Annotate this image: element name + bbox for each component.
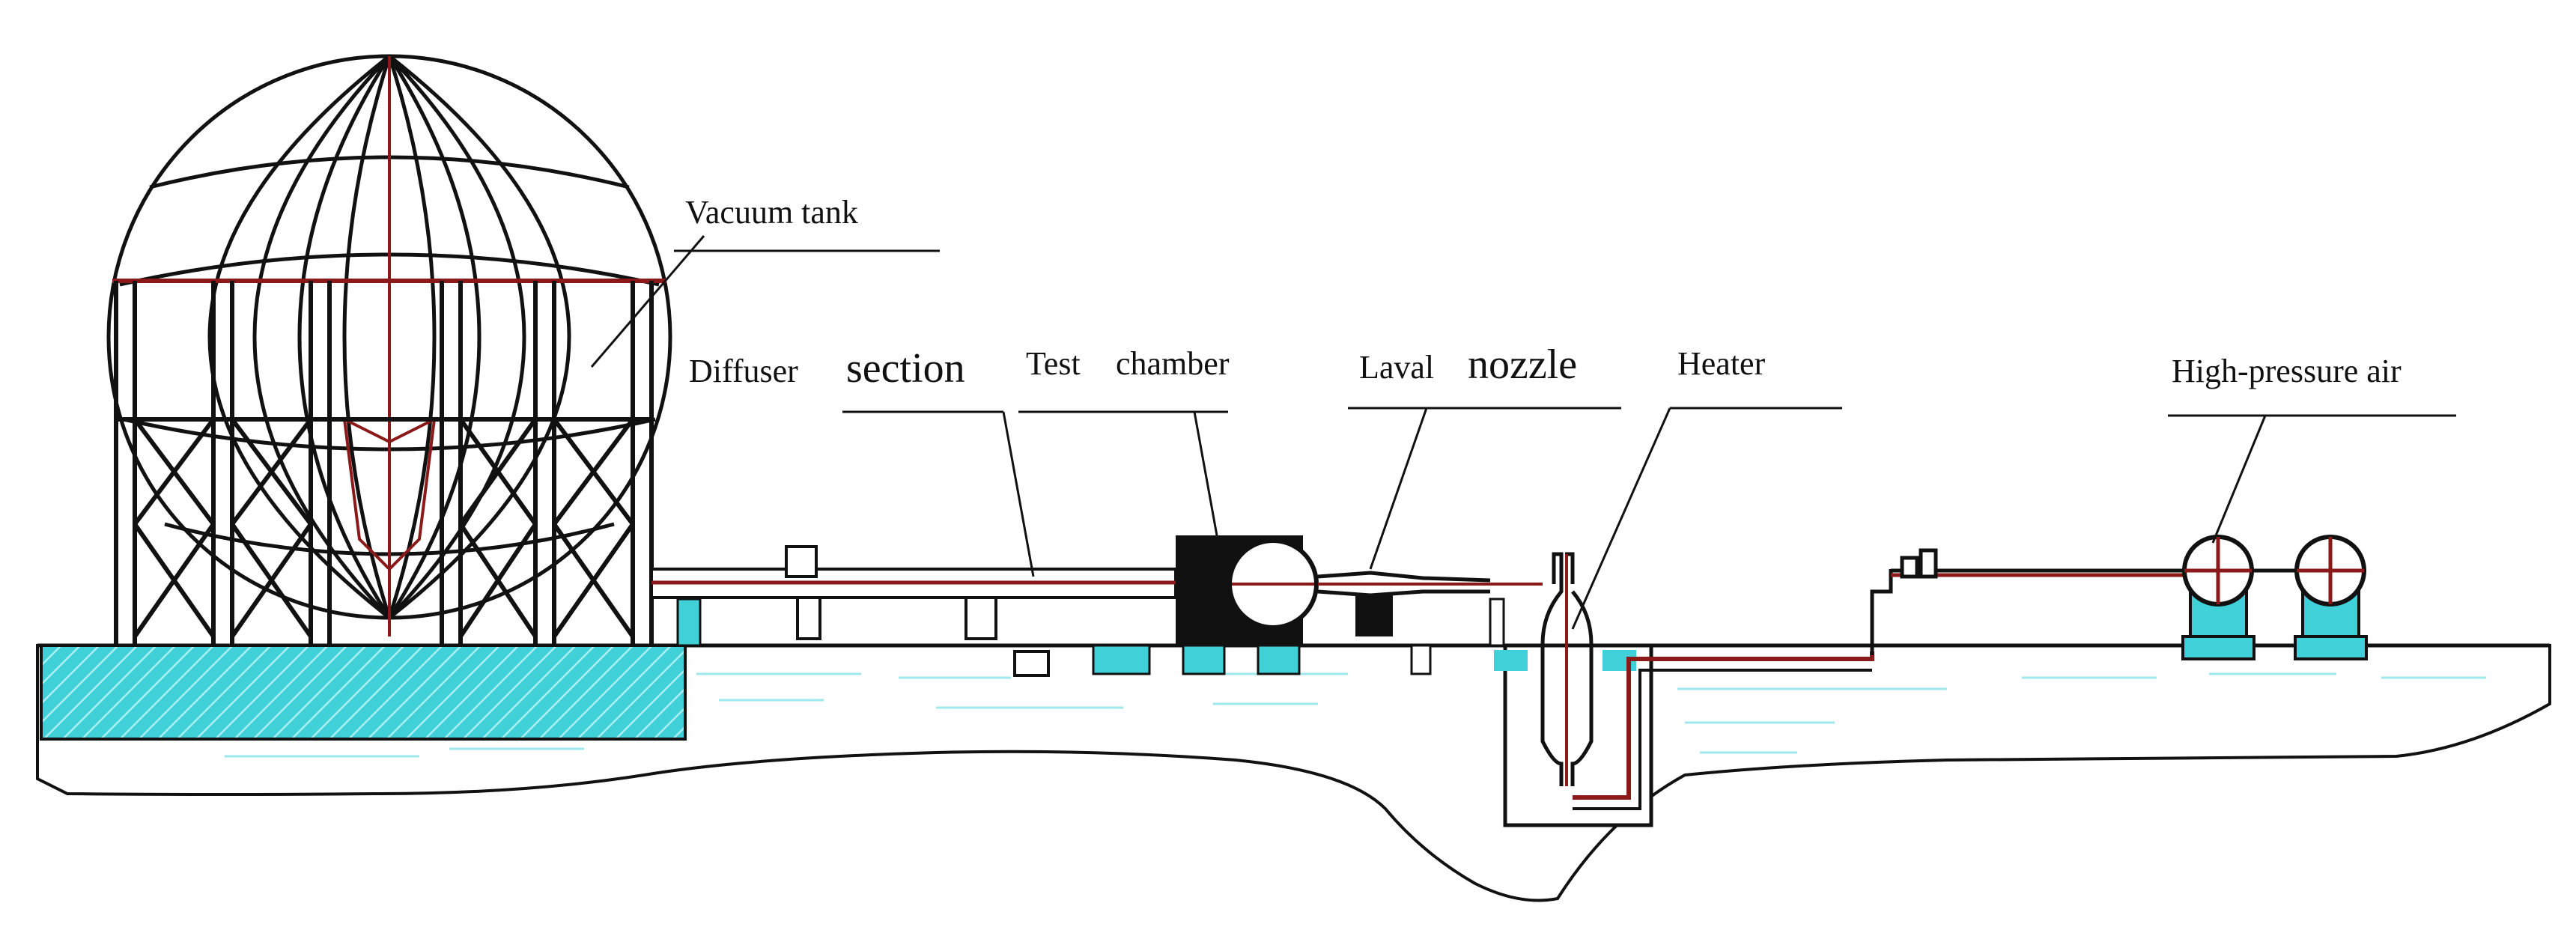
label-test-suffix: chamber: [1116, 345, 1230, 382]
air-tank-2: [2252, 535, 2368, 660]
diffuser-section: [650, 545, 1177, 677]
air-supply-line: [1870, 548, 2202, 655]
label-vacuum-tank: Vacuum tank: [685, 194, 858, 231]
heater: [1494, 552, 1874, 827]
tank-foundation: [40, 644, 687, 741]
label-laval-suffix: nozzle: [1468, 341, 1577, 388]
leader-lines: [590, 235, 2456, 630]
labels: Vacuum tank Diffuser section Test chambe…: [685, 194, 2402, 392]
label-test-prefix: Test: [1026, 345, 1081, 382]
label-diffuser-prefix: Diffuser: [689, 353, 798, 389]
laval-nozzle: [1317, 571, 1543, 675]
test-chamber: [1092, 535, 1319, 675]
vacuum-tank: [106, 54, 672, 636]
label-laval-prefix: Laval: [1359, 349, 1434, 386]
label-high-pressure-air: High-pressure air: [2172, 353, 2402, 389]
label-diffuser-suffix: section: [846, 345, 965, 392]
tank-frame: [112, 279, 666, 645]
air-tank-1: [2181, 535, 2255, 660]
label-heater: Heater: [1677, 345, 1766, 382]
